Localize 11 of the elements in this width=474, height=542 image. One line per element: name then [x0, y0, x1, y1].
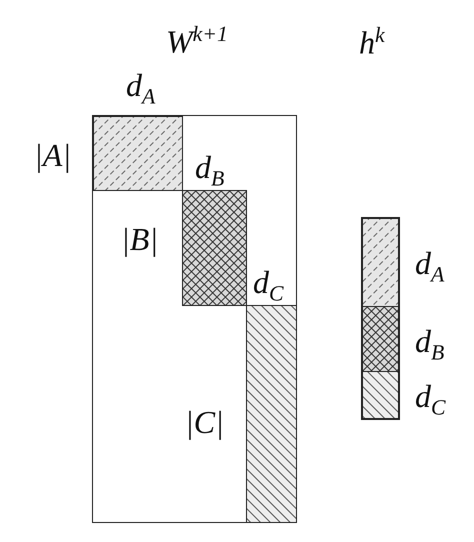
math-label: |A| [34, 139, 72, 171]
math-label: d$_{B}$ [195, 151, 224, 190]
vector-label: h$^{k}$ [359, 25, 385, 59]
math-label: d$_{C}$ [415, 380, 446, 420]
math-label: d$_{B}$ [415, 325, 444, 364]
math-label: |B| [121, 223, 158, 255]
math-label: d$_{A}$ [126, 69, 156, 108]
math-label: d$_{A}$ [415, 247, 444, 286]
math-label: |C| [185, 406, 224, 438]
matrix-label: W$^{k+1}$ [166, 24, 228, 58]
math-label: d$_{C}$ [253, 266, 284, 306]
